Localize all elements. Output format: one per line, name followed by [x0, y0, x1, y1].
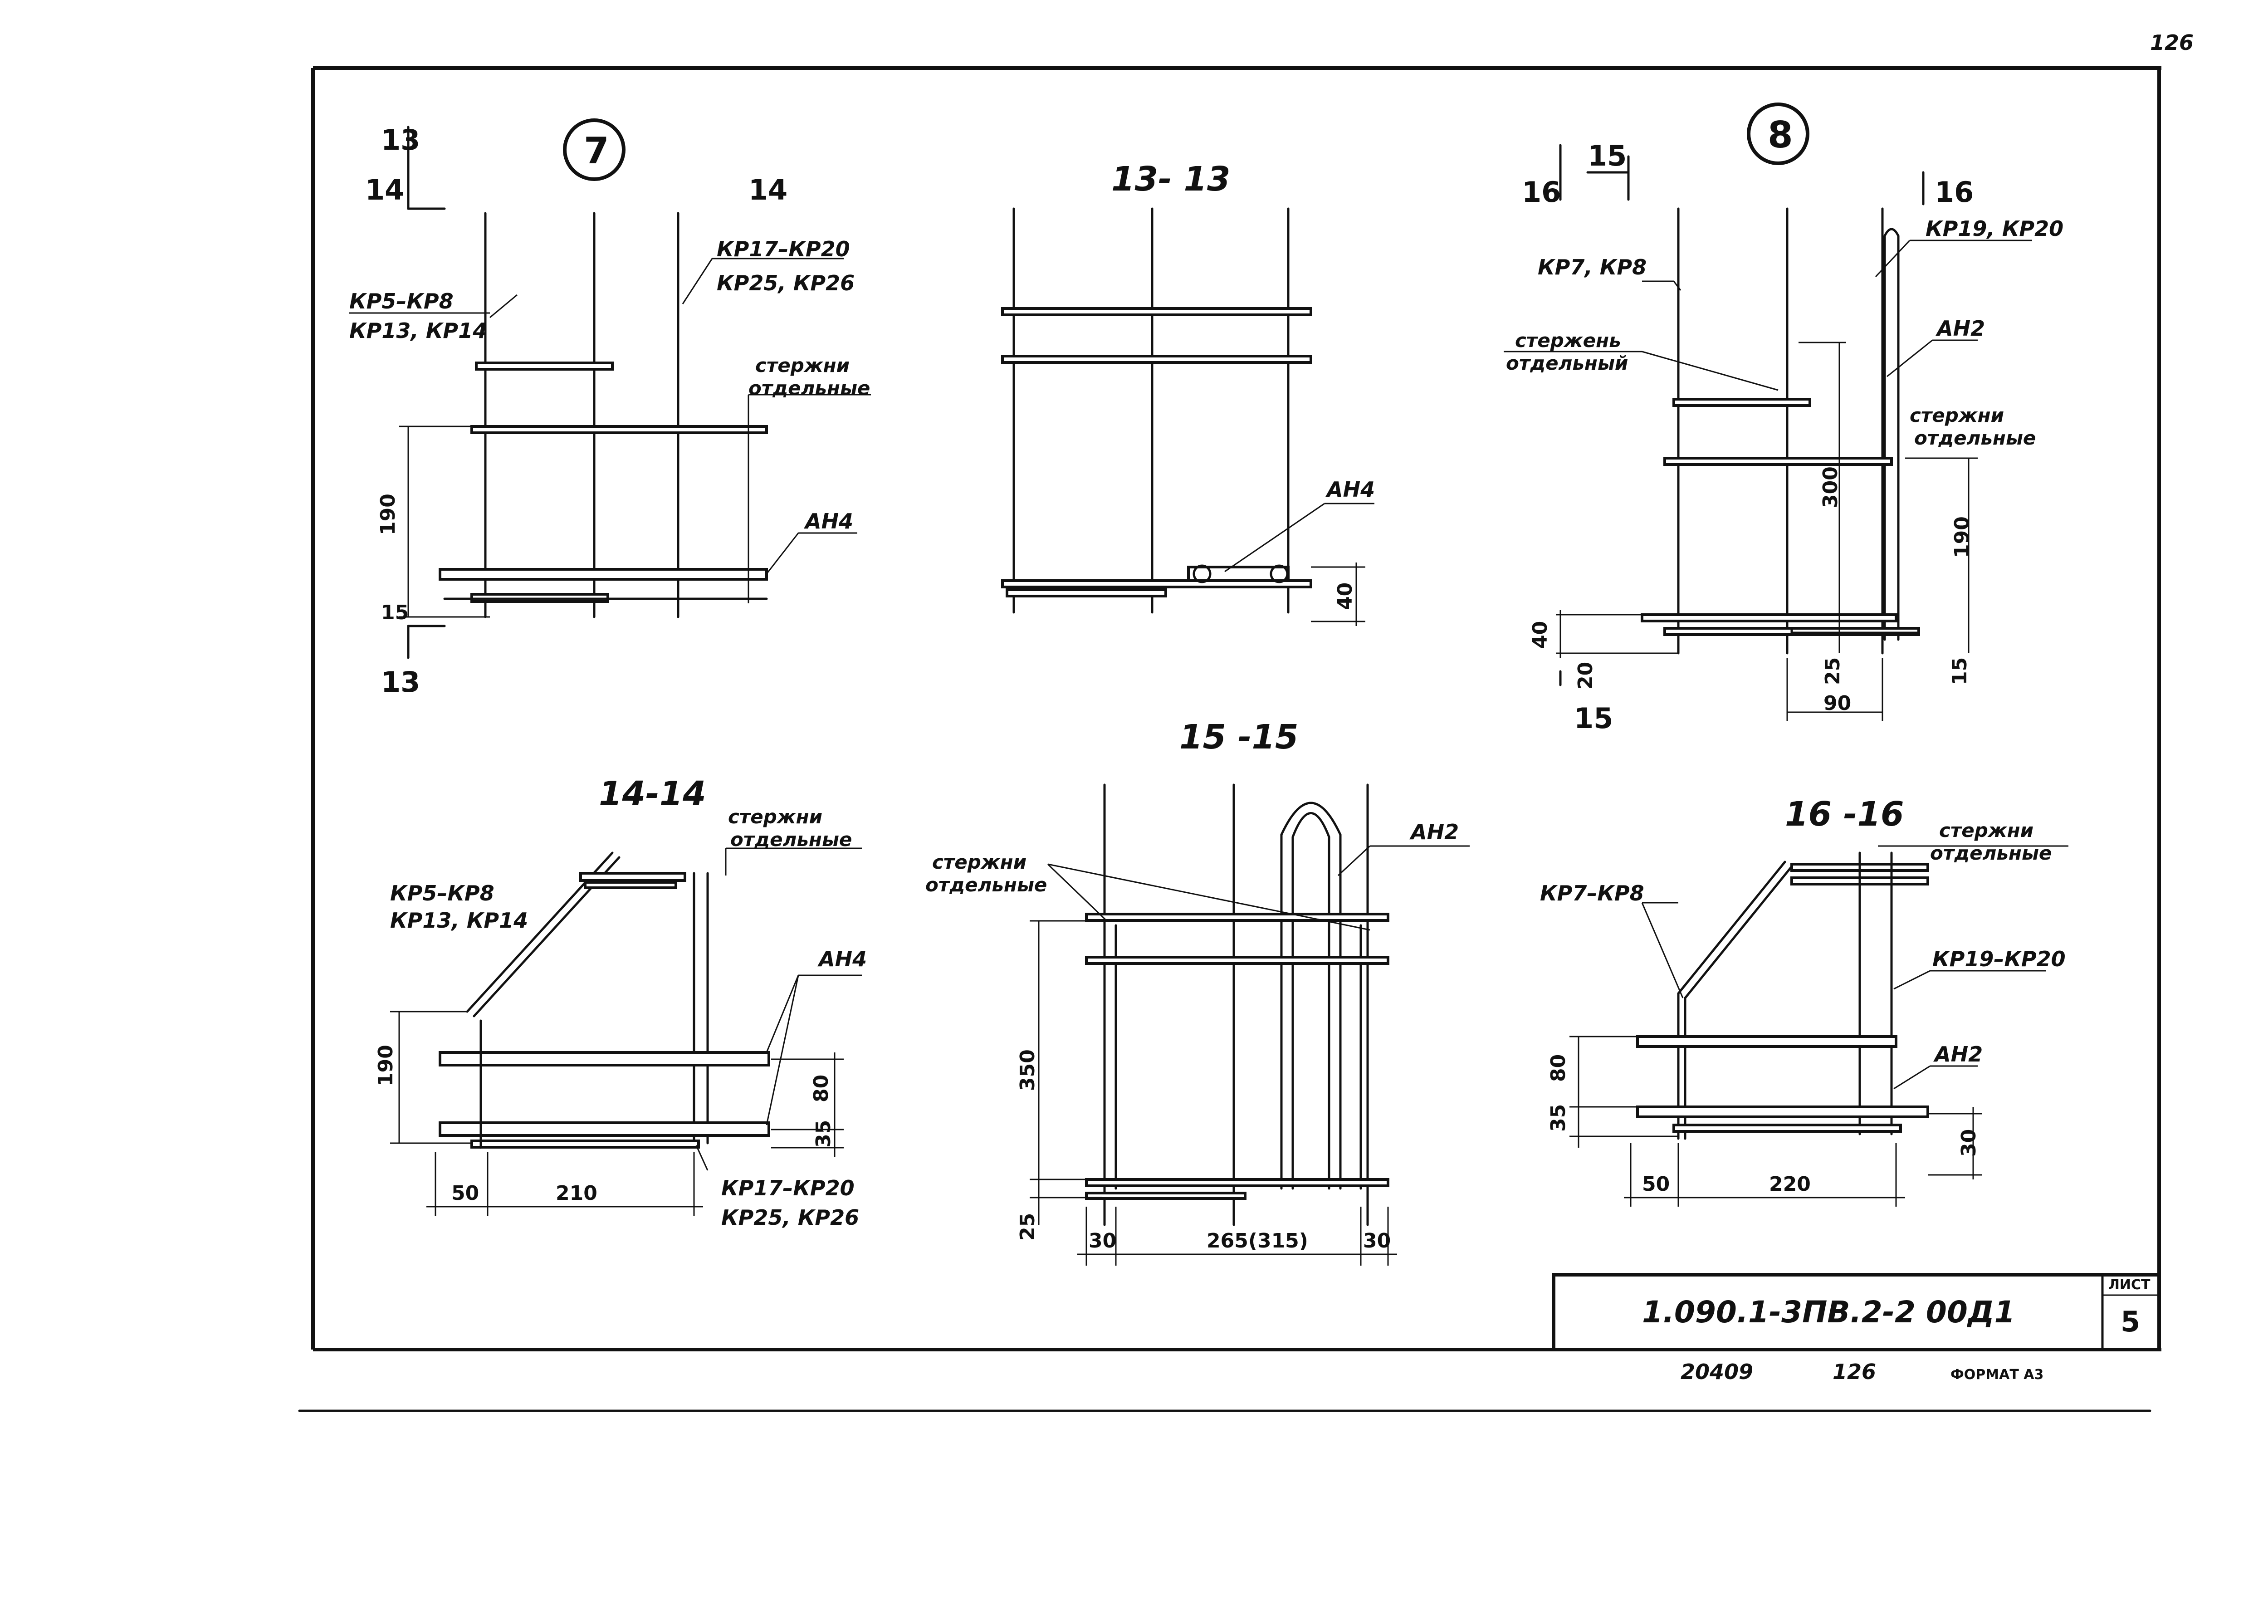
- title-stamp: [1552, 1273, 2161, 1351]
- node-8-dim-20: 20: [1574, 662, 1597, 690]
- section-14-title: 14-14: [599, 774, 706, 813]
- node-7-dim-15: 15: [381, 601, 409, 624]
- section-16-dim-220: 220: [1769, 1173, 1811, 1196]
- section-14-label-ah4: АН4: [817, 947, 867, 971]
- inventory-number: 20409: [1681, 1360, 1753, 1384]
- section-16-geometry: [1569, 845, 2068, 1207]
- section-16-label-kp7: КР7–КР8: [1540, 881, 1644, 905]
- section-16-dim-80: 80: [1547, 1054, 1570, 1082]
- node-8-label-kp19: КР19, КР20: [1926, 216, 2063, 241]
- section-14-label-kp25: КР25, КР26: [721, 1205, 859, 1230]
- section-13-geometry: [1001, 207, 1374, 626]
- node-7-label-kp25: КР25, КР26: [717, 271, 855, 295]
- node-7-geometry: [349, 118, 871, 659]
- section-14-label-kp5: КР5–КР8: [390, 881, 494, 905]
- section-16-label-ah2: АН2: [1933, 1042, 1983, 1066]
- section-16-label-rods-2: отдельные: [1930, 842, 2052, 864]
- node-7-cut-13-top: 13: [381, 123, 420, 157]
- section-14-label-kp13: КР13, КР14: [390, 908, 528, 933]
- section-14-dim-80: 80: [810, 1075, 833, 1102]
- node-8-label-ah2: АН2: [1936, 316, 1985, 341]
- section-16-title: 16 -16: [1785, 795, 1904, 834]
- corner-number: 126: [2150, 30, 2194, 55]
- node-8-dim-15: 15: [1948, 657, 1971, 685]
- node-8-cut-16-right: 16: [1935, 176, 1974, 209]
- node-8-geometry: [1504, 103, 2032, 721]
- node-8-dim-25: 25: [1821, 657, 1844, 685]
- node-8-cut-16-left: 16: [1522, 176, 1561, 209]
- node-7-label-ah4: АН4: [804, 509, 853, 533]
- node-7-label-kp17: КР17–КР20: [717, 237, 850, 261]
- section-14-label-rods-2: отдельные: [730, 828, 852, 851]
- node-7-label-rods-1: стержни: [755, 354, 850, 377]
- node-8-cut-15-top: 15: [1588, 139, 1627, 172]
- sheet-label: ЛИСТ: [2108, 1277, 2151, 1293]
- section-14-dim-210: 210: [556, 1182, 597, 1205]
- section-14-label-rods-1: стержни: [728, 806, 822, 828]
- node-8-label-kp7: КР7, КР8: [1538, 255, 1647, 279]
- section-14-label-kp17: КР17–КР20: [721, 1176, 855, 1200]
- section-15-dim-350: 350: [1016, 1049, 1039, 1091]
- section-16-dim-35: 35: [1547, 1104, 1570, 1132]
- section-15-title: 15 -15: [1179, 718, 1298, 757]
- section-16-label-kp19: КР19–КР20: [1932, 947, 2066, 971]
- section-16-label-rods-1: стержни: [1939, 819, 2033, 841]
- section-15-dim-30-left: 30: [1089, 1229, 1116, 1252]
- node-7-label-rods-2: отдельные: [748, 377, 870, 399]
- node-8-label-rods-1: стержни: [1910, 404, 2004, 426]
- node-7-number: 7: [584, 130, 609, 172]
- node-8-label-rods-2: отдельные: [1914, 427, 2036, 449]
- node-8-dim-90: 90: [1823, 692, 1851, 715]
- node-8-cut-15-bottom: 15: [1574, 702, 1613, 735]
- section-15-geometry: [1030, 783, 1470, 1266]
- node-8-label-rod-1: стержень: [1515, 329, 1621, 352]
- sheet-frame: [298, 66, 2161, 1412]
- section-15-dim-30-right: 30: [1363, 1229, 1391, 1252]
- section-13-title: 13- 13: [1111, 160, 1230, 199]
- node-7-cut-14-right: 14: [748, 173, 787, 206]
- node-7-label-kp5: КР5–КР8: [349, 289, 454, 313]
- sheet-number: 5: [2121, 1305, 2140, 1338]
- node-8-dim-40: 40: [1529, 621, 1552, 649]
- drawing-code: 1.090.1-3ПВ.2-2 00Д1: [1642, 1295, 2015, 1330]
- section-15-label-rods-2: отдельные: [925, 874, 1047, 896]
- node-7-cut-14-left: 14: [365, 173, 404, 206]
- node-7-label-kp13: КР13, КР14: [349, 318, 487, 343]
- section-15-dim-265: 265(315): [1207, 1229, 1308, 1252]
- section-13-dim-40: 40: [1334, 582, 1357, 610]
- footer-page: 126: [1833, 1360, 1876, 1384]
- node-8-dim-300: 300: [1819, 466, 1842, 508]
- section-14-dim-35: 35: [812, 1120, 835, 1148]
- node-8-label-rod-2: отдельный: [1506, 352, 1628, 374]
- section-16-dim-50: 50: [1642, 1173, 1670, 1196]
- node-7-cut-13-bottom: 13: [381, 665, 420, 699]
- section-15-dim-25: 25: [1016, 1213, 1039, 1241]
- section-14-dim-50: 50: [451, 1182, 479, 1205]
- section-16-dim-30: 30: [1957, 1129, 1980, 1157]
- format-label: ФОРМАТ А3: [1950, 1367, 2043, 1383]
- node-7-dim-190: 190: [376, 494, 400, 535]
- section-15-label-rods-1: стержни: [932, 851, 1026, 873]
- section-15-label-ah2: АН2: [1409, 820, 1459, 844]
- node-8-number: 8: [1768, 114, 1793, 156]
- node-8-dim-190: 190: [1950, 516, 1974, 558]
- section-14-dim-190: 190: [374, 1045, 397, 1086]
- section-13-label-ah4: АН4: [1325, 477, 1375, 502]
- section-14-geometry: [390, 847, 862, 1216]
